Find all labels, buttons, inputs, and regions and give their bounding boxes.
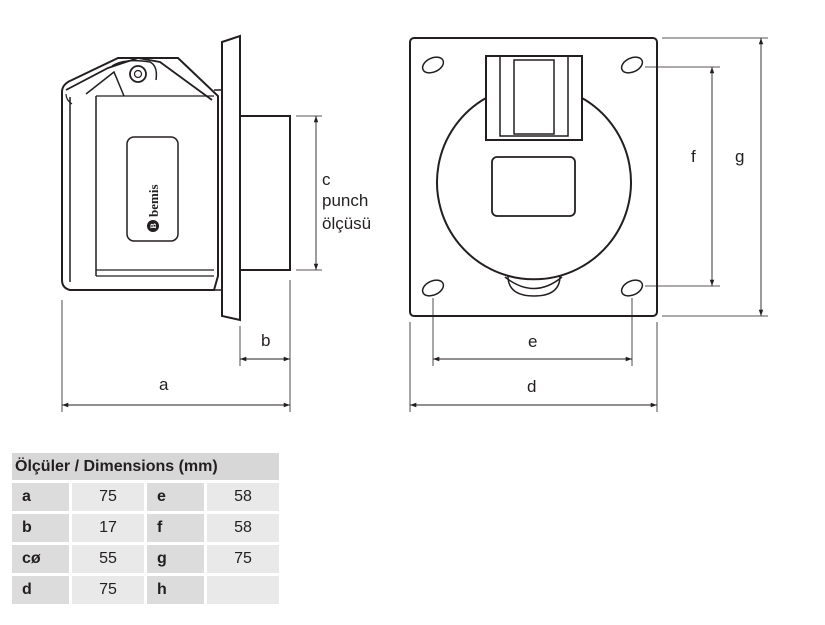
table-key: d (12, 576, 69, 604)
dim-label-f: f (691, 147, 696, 166)
table-row: a 75 e 58 (12, 483, 279, 511)
dim-label-c: c (322, 170, 331, 189)
dim-label-c-punch: punch (322, 191, 368, 210)
front-view (409, 37, 658, 317)
dim-label-d: d (527, 377, 536, 396)
table-row: d 75 h (12, 576, 279, 604)
dim-label-b: b (261, 331, 270, 350)
table-key: h (147, 576, 204, 604)
dim-label-g: g (735, 147, 744, 166)
table-key: a (12, 483, 69, 511)
mounting-flange (221, 34, 241, 322)
table-key: b (12, 514, 69, 542)
table-row: b 17 f 58 (12, 514, 279, 542)
table-row: cø 55 g 75 (12, 545, 279, 573)
lid-hinge (65, 57, 213, 101)
brand-name: bemis (146, 185, 161, 218)
table-key: e (147, 483, 204, 511)
table-value (207, 576, 279, 604)
front-dimensions: d e f g (409, 37, 768, 412)
table-value: 17 (72, 514, 144, 542)
table-value: 58 (207, 483, 279, 511)
housing-body (61, 57, 219, 291)
table-header: Ölçüler / Dimensions (mm) (12, 453, 279, 480)
table-value: 75 (72, 483, 144, 511)
side-view: B bemis (61, 34, 291, 322)
dimensions-table: Ölçüler / Dimensions (mm) a 75 e 58 b 17… (9, 450, 282, 607)
table-value: 75 (72, 576, 144, 604)
table-key: f (147, 514, 204, 542)
side-dimensions: a b c punch ölçüsü (61, 115, 371, 412)
svg-text:B: B (149, 223, 158, 229)
technical-drawing: B bemis a b c punch ölçüsü (61, 34, 768, 412)
front-plate (409, 37, 658, 317)
table-value: 55 (72, 545, 144, 573)
socket-window (491, 156, 576, 217)
table-key: g (147, 545, 204, 573)
dim-label-c-olcusu: ölçüsü (322, 214, 371, 233)
mounting-holes (421, 56, 644, 297)
table-key: cø (12, 545, 69, 573)
socket-ring (436, 97, 632, 281)
brand-label (126, 136, 179, 242)
table-value: 75 (207, 545, 279, 573)
hinge-pin (129, 65, 147, 83)
punch-cylinder (239, 115, 291, 271)
dim-label-e: e (528, 332, 537, 351)
table-value: 58 (207, 514, 279, 542)
dim-label-a: a (159, 375, 169, 394)
